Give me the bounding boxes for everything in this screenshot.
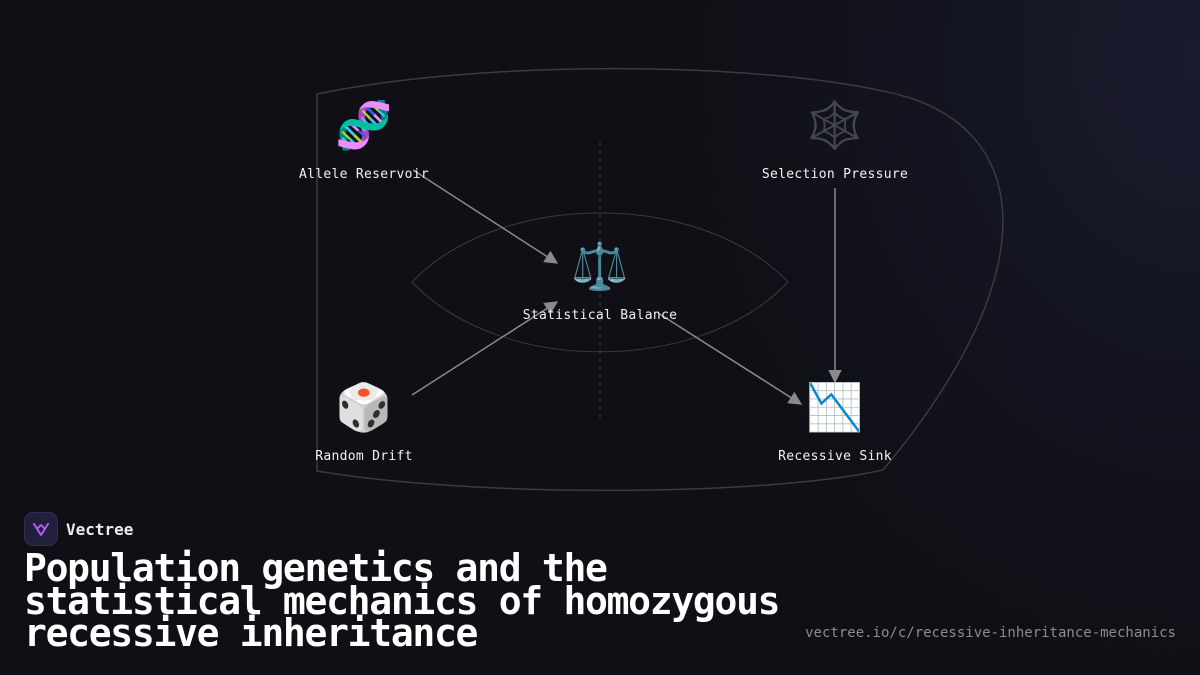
node-label-recessive-sink: Recessive Sink xyxy=(778,449,892,464)
node-label-statistical-balance: Statistical Balance xyxy=(522,308,678,323)
vectree-logo-icon xyxy=(24,512,58,546)
chart-decreasing-icon: 📉 xyxy=(806,380,864,434)
edge-balance-to-sink xyxy=(657,312,803,405)
node-label-random-drift: Random Drift xyxy=(315,449,413,464)
brand[interactable]: Vectree xyxy=(24,512,133,546)
page-url[interactable]: vectree.io/c/recessive-inheritance-mecha… xyxy=(805,625,1176,641)
edge-drift-to-balance xyxy=(411,301,559,396)
edge-allele-to-balance xyxy=(412,169,559,264)
balance-scale-icon: ⚖️ xyxy=(571,239,629,293)
node-label-allele-reservoir: Allele Reservoir xyxy=(298,167,430,182)
outer-boundary xyxy=(316,67,1004,492)
spider-web-icon: 🕸️ xyxy=(806,98,864,152)
node-label-selection-pressure: Selection Pressure xyxy=(761,167,909,182)
page-title: Population genetics and the statistical … xyxy=(24,546,781,655)
brand-name: Vectree xyxy=(66,519,134,539)
die-icon: 🎲 xyxy=(335,380,393,434)
dna-icon: 🧬 xyxy=(335,98,393,152)
lens-shape xyxy=(411,212,789,353)
